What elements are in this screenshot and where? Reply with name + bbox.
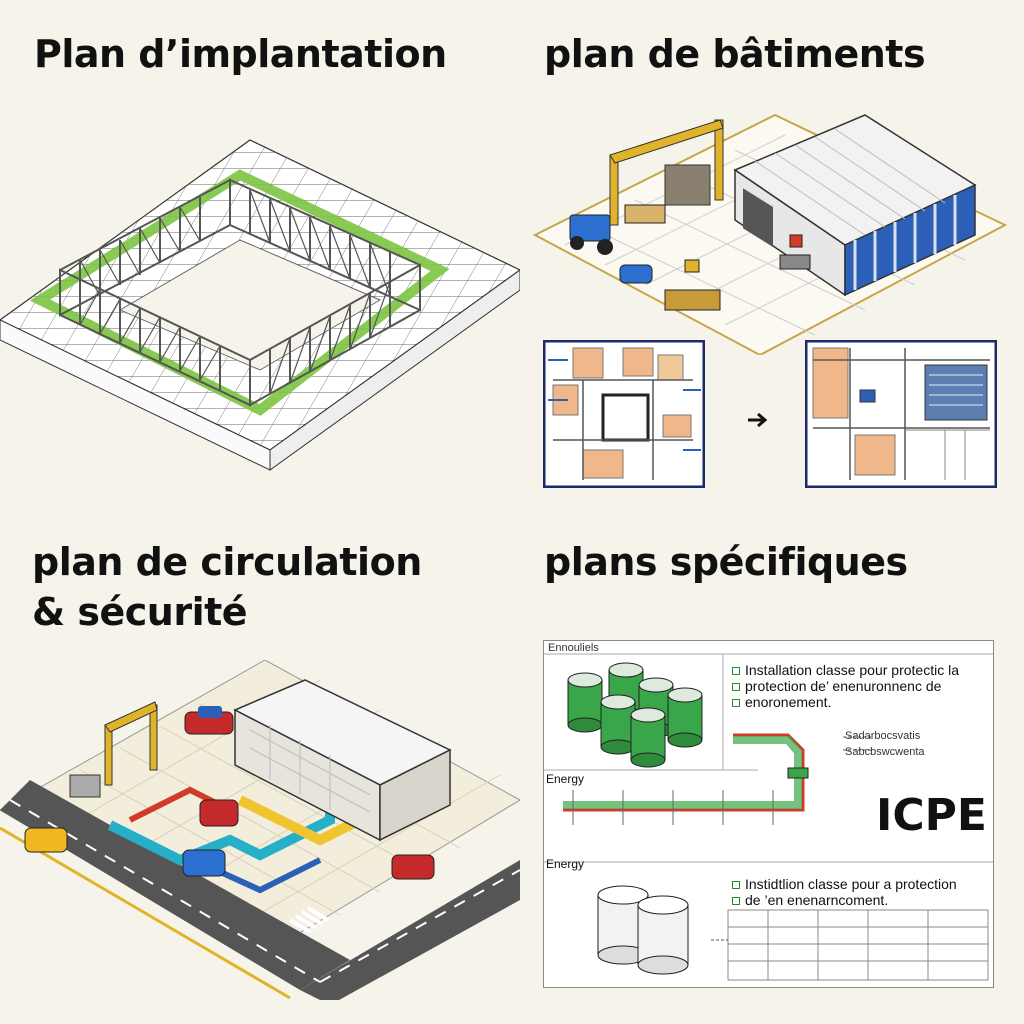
note-top: Installation classe pour protectic la pr…	[732, 662, 992, 710]
path-yellow	[237, 795, 363, 846]
energy-label-2: Energy	[546, 857, 585, 871]
bullet-icon	[732, 699, 740, 708]
title-plan-implantation: Plan d’implantation	[34, 32, 447, 76]
warehouse-building	[733, 114, 977, 297]
floor-plan-before	[543, 340, 705, 488]
title-plan-circulation: plan de circulation	[32, 540, 422, 584]
energy-label-1: Energy	[546, 772, 585, 786]
annotation-1: Sadarbocsvatis	[845, 730, 921, 742]
circulation-illustration	[0, 660, 520, 1000]
bullet-icon	[732, 683, 740, 692]
note-bottom: Instidtlion classe pour a protection de …	[732, 876, 992, 908]
bullet-icon	[732, 897, 740, 906]
car-blue	[182, 849, 226, 877]
car-red-2	[199, 799, 239, 827]
steel-frame	[59, 178, 421, 407]
specific-plans-sheet	[543, 640, 994, 988]
floor-plan-after	[805, 340, 997, 488]
data-table	[727, 909, 989, 981]
note-bottom-line-2: de ’en enenarncoment.	[745, 892, 889, 908]
road	[0, 780, 520, 1000]
bullet-icon	[732, 667, 740, 676]
blue-tractor	[569, 214, 613, 255]
car-yellow	[24, 827, 68, 853]
trailer	[664, 289, 721, 311]
annotation-2: Sabcbswcwenta	[845, 746, 925, 758]
header-label: Ennouliels	[548, 642, 599, 654]
circulation-crane	[69, 701, 158, 798]
gantry-crane	[609, 119, 724, 226]
batiments-site-illustration	[525, 95, 1010, 355]
title-securite: & sécurité	[32, 590, 248, 634]
blue-car	[619, 264, 653, 284]
note-top-line-1: Installation classe pour protectic la	[745, 662, 959, 678]
white-tanks	[597, 885, 689, 975]
note-top-line-3: enoronement.	[745, 694, 832, 710]
pipeline	[563, 733, 809, 825]
title-plan-batiments: plan de bâtiments	[544, 32, 926, 76]
note-bottom-line-1: Instidtlion classe pour a protection	[745, 876, 957, 892]
car-red-3	[391, 854, 435, 880]
circulation-warehouse	[233, 679, 452, 842]
icpe-label: ICPE	[876, 790, 987, 841]
title-plans-specifiques: plans spécifiques	[544, 540, 908, 584]
arrow-icon	[746, 410, 770, 430]
green-border	[29, 169, 450, 416]
note-top-line-2: protection de’ enenuronnenc de	[745, 678, 942, 694]
green-tanks	[567, 662, 703, 768]
implantation-illustration	[0, 120, 520, 510]
car-red-1	[184, 706, 234, 735]
bullet-icon	[732, 881, 740, 890]
